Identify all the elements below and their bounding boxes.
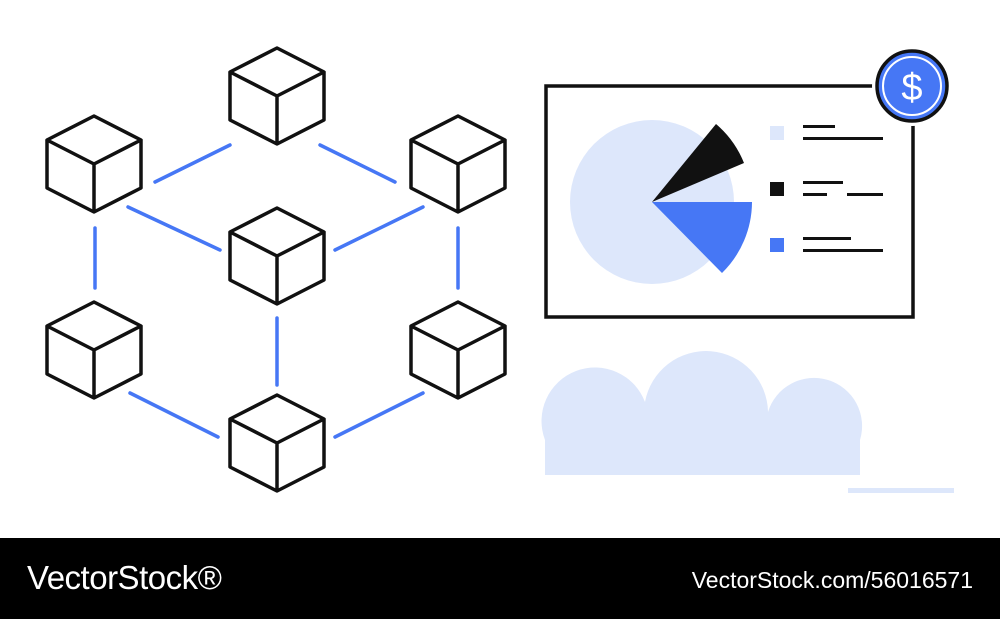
cube-icon xyxy=(409,114,507,214)
legend-swatch-blue xyxy=(770,238,784,252)
coin-face xyxy=(875,49,949,123)
legend-line xyxy=(803,249,883,252)
legend-line xyxy=(803,181,843,184)
connector-line xyxy=(333,391,425,439)
footer-brand: VectorStock® xyxy=(27,559,222,596)
ground-line xyxy=(848,488,954,493)
footer-bar: VectorStock® VectorStock.com/56016571 xyxy=(0,538,1000,619)
dollar-coin-icon: $ xyxy=(872,46,952,126)
cube-icon xyxy=(228,393,326,493)
pie-chart-icon xyxy=(570,120,752,284)
cube-network xyxy=(45,46,507,493)
connector-line xyxy=(318,143,397,184)
legend-line xyxy=(803,137,883,140)
pie-slice-black xyxy=(652,124,744,202)
legend-line xyxy=(803,237,851,240)
footer-image-id: VectorStock.com/56016571 xyxy=(691,567,973,593)
coin-ring xyxy=(882,56,942,116)
legend-line xyxy=(803,125,835,128)
connector-line xyxy=(126,205,222,252)
connector-line xyxy=(128,391,220,439)
cloud-icon xyxy=(541,351,954,493)
connector-line xyxy=(153,143,232,184)
coin-symbol: $ xyxy=(901,67,922,109)
cube-icon xyxy=(45,300,143,400)
legend-swatch-black xyxy=(770,182,784,196)
cube-icon xyxy=(45,114,143,214)
network-connectors xyxy=(93,143,460,439)
legend-line xyxy=(803,193,827,196)
legend-swatch-light xyxy=(770,126,784,140)
connector-line xyxy=(333,205,425,252)
cube-icon xyxy=(228,46,326,146)
cube-icon xyxy=(409,300,507,400)
pie-slice-blue xyxy=(652,202,752,273)
cube-icon xyxy=(228,206,326,306)
legend-line xyxy=(847,193,883,196)
chart-board xyxy=(544,84,915,319)
illustration-canvas: $ xyxy=(45,46,954,493)
chart-legend xyxy=(770,125,883,252)
